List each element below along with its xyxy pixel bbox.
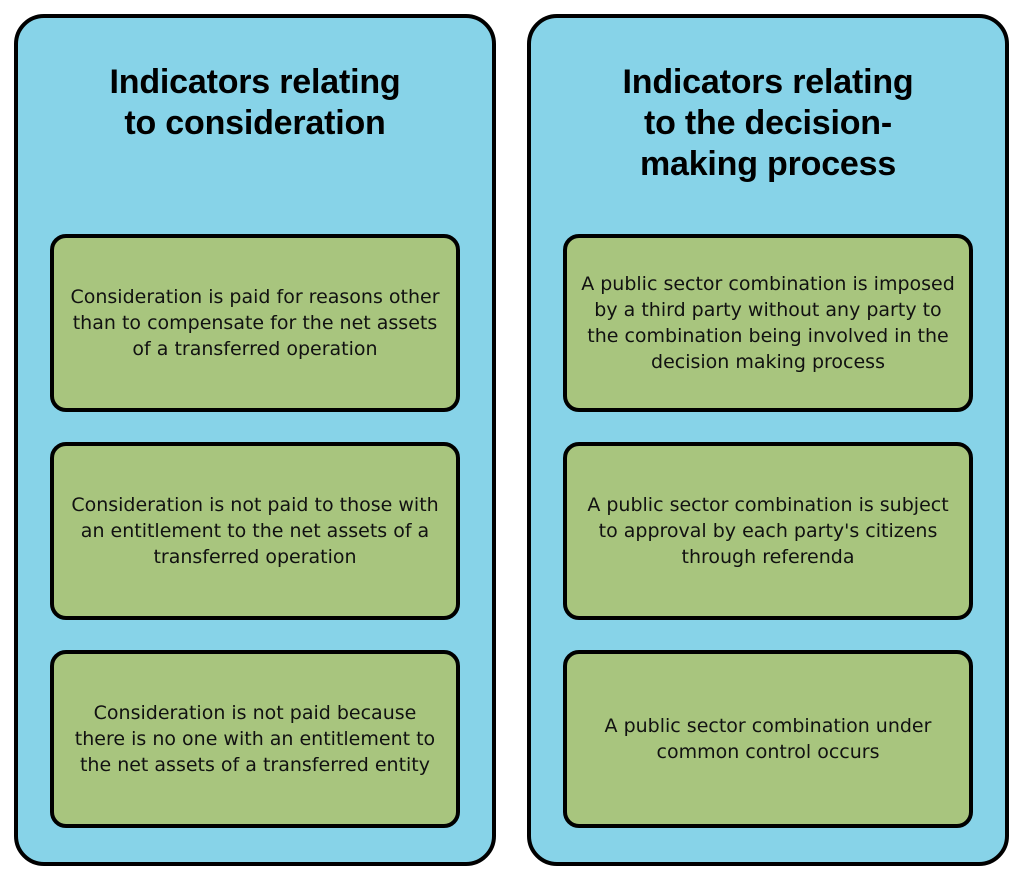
card-text: A public sector combination is imposed b… <box>581 273 955 373</box>
card-text: Consideration is paid for reasons other … <box>70 286 440 360</box>
card-text: A public sector combination is subject t… <box>587 494 949 568</box>
column-indicators-decision-making: Indicators relating to the decision- mak… <box>527 14 1009 866</box>
card-decision-making-1: A public sector combination is imposed b… <box>563 234 973 412</box>
card-consideration-2: Consideration is not paid to those with … <box>50 442 460 620</box>
card-decision-making-3: A public sector combination under common… <box>563 650 973 828</box>
card-decision-making-2: A public sector combination is subject t… <box>563 442 973 620</box>
column-title-decision-making: Indicators relating to the decision- mak… <box>622 63 914 183</box>
column-indicators-consideration: Indicators relating to consideration Con… <box>14 14 496 866</box>
card-consideration-1: Consideration is paid for reasons other … <box>50 234 460 412</box>
card-text: A public sector combination under common… <box>604 715 932 763</box>
card-list-decision-making: A public sector combination is imposed b… <box>563 234 973 828</box>
card-consideration-3: Consideration is not paid because there … <box>50 650 460 828</box>
card-text: Consideration is not paid to those with … <box>71 494 439 568</box>
card-list-consideration: Consideration is paid for reasons other … <box>50 234 460 828</box>
column-title-consideration: Indicators relating to consideration <box>109 63 401 142</box>
card-text: Consideration is not paid because there … <box>74 702 436 776</box>
